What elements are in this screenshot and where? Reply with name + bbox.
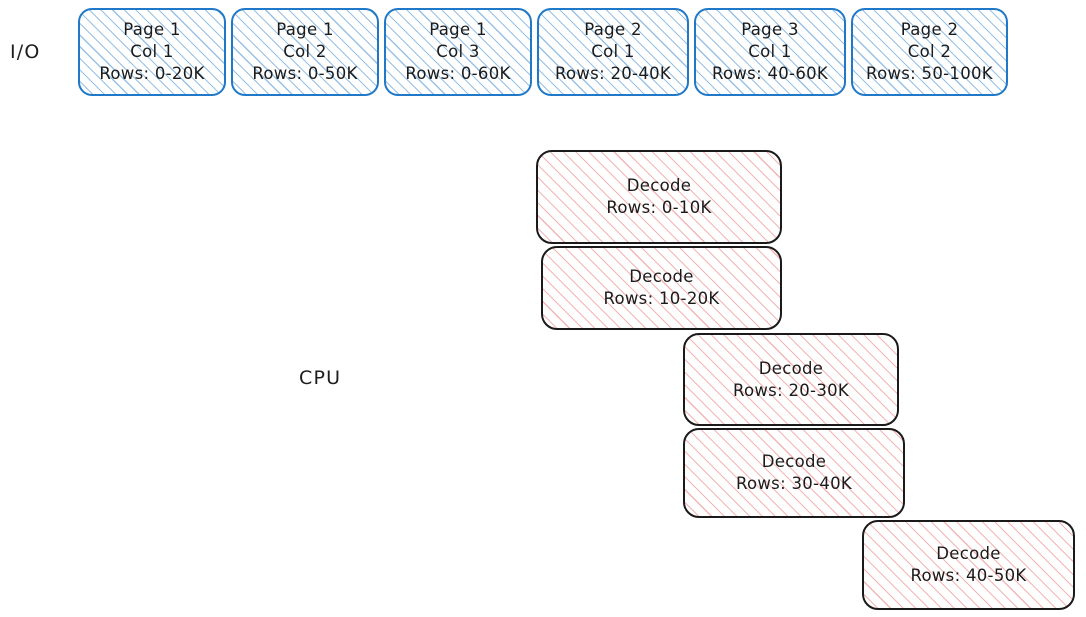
io-task-page: Page 1 — [429, 20, 487, 40]
cpu-decode-op: Decode — [936, 544, 1001, 564]
io-task-col: Col 2 — [907, 42, 952, 62]
io-task-col: Col 3 — [436, 42, 480, 62]
lane-label-cpu: CPU — [299, 367, 342, 389]
io-task-page: Page 2 — [584, 20, 642, 40]
cpu-decode-op: Decode — [761, 452, 827, 472]
io-task-col: Col 1 — [591, 42, 635, 62]
io-task-rows: Rows: 0-50K — [252, 63, 358, 83]
io-task-col: Col 1 — [130, 42, 174, 62]
io-task-rows: Rows: 0-20K — [99, 63, 205, 83]
cpu-decode-rows: Rows: 20-30K — [732, 380, 850, 400]
cpu-decode-rows: Rows: 10-20K — [603, 289, 720, 308]
cpu-decode-rows: Rows: 0-10K — [606, 198, 712, 217]
io-task-rows: Rows: 20-40K — [554, 63, 672, 83]
io-task-rows: Rows: 40-60K — [711, 63, 829, 83]
cpu-decode-op: Decode — [629, 267, 694, 287]
lane-label-io: I/O — [10, 41, 41, 63]
cpu-decode-op: Decode — [758, 358, 824, 378]
io-task-col: Col 2 — [283, 42, 327, 62]
io-task-page: Page 1 — [276, 20, 334, 40]
cpu-decode-rows: Rows: 40-50K — [910, 566, 1027, 585]
io-task-page: Page 2 — [900, 20, 959, 40]
io-task-rows: Rows: 50-100K — [866, 63, 993, 83]
io-task-page: Page 1 — [123, 20, 181, 40]
io-task-col: Col 1 — [748, 42, 792, 62]
io-task-page: Page 3 — [741, 20, 799, 40]
io-task-rows: Rows: 0-60K — [405, 63, 511, 83]
cpu-decode-rows: Rows: 30-40K — [735, 474, 853, 493]
cpu-decode-op: Decode — [626, 176, 692, 196]
